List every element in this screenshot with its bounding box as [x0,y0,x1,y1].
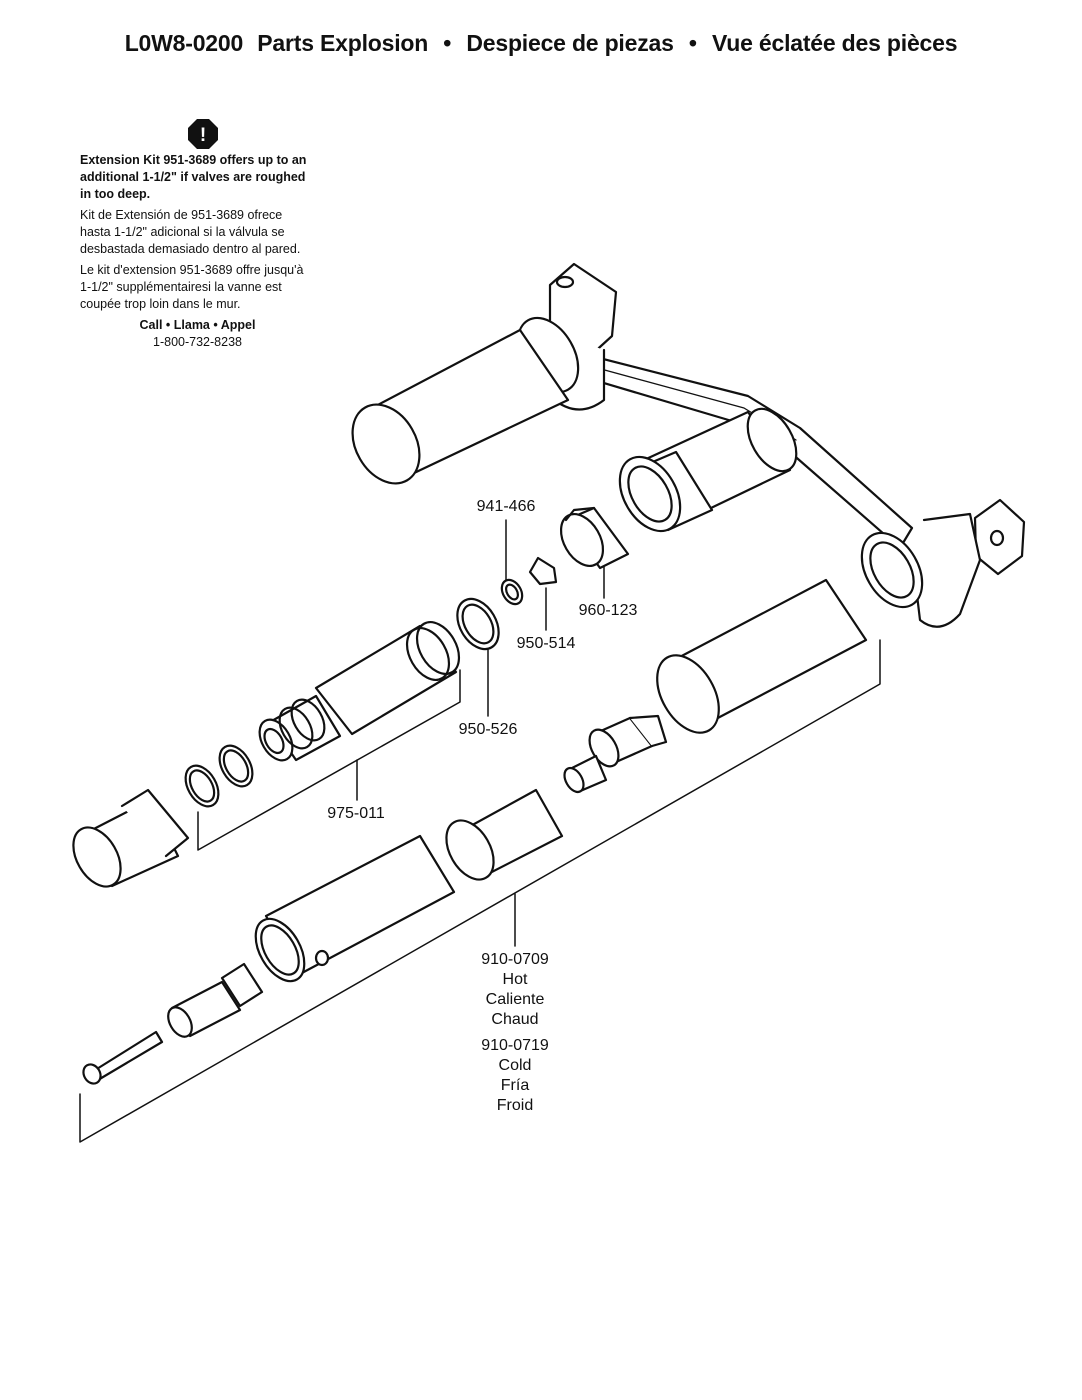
title-separator: • [443,30,452,56]
bracket-975-011 [197,669,461,851]
part-975-011 [72,621,461,888]
label-950-526: 950-526 [458,721,518,738]
label-950-514: 950-514 [516,635,576,652]
label-960-123: 960-123 [578,602,638,619]
warning-octagon-icon: ! [187,119,218,149]
title-en: Parts Explosion [257,30,429,56]
label-910-0709-block: 910-0709 Hot Caliente Chaud 910-0719 Col… [455,950,575,1116]
title-fr: Vue éclatée des pièces [711,30,958,56]
label-941-466: 941-466 [476,498,536,515]
label-caliente: Caliente [485,991,545,1008]
model-number: L0W8-0200 [124,30,244,56]
label-910-0719: 910-0719 [481,1037,549,1054]
note-english: Extension Kit 951-3689 offers up to an a… [80,153,307,201]
call-block: Call • Llama • Appel 1-800-732-8238 [80,317,315,351]
extension-kit-note: ! Extension Kit 951-3689 offers up to an… [80,118,315,351]
phone-number[interactable]: 1-800-732-8238 [153,335,242,349]
title-separator: • [688,30,697,56]
part-960-123 [559,506,630,570]
call-label: Call • Llama • Appel [139,318,256,332]
label-froid: Froid [496,1097,534,1114]
label-hot: Hot [502,971,528,988]
valve-body [351,262,1026,628]
part-950-514 [528,556,558,586]
label-975-011: 975-011 [327,805,385,822]
svg-text:!: ! [199,125,205,146]
leader-lines [79,519,881,1143]
label-fria: Fría [500,1077,530,1094]
label-chaud: Chaud [491,1011,539,1028]
page-title: L0W8-0200 Parts Explosion • Despiece de … [0,30,1082,57]
bracket-910-0709 [79,639,881,1143]
label-910-0709: 910-0709 [481,951,549,968]
title-es: Despiece de piezas [466,30,674,56]
label-cold: Cold [498,1057,532,1074]
note-french: Le kit d'extension 951-3689 offre jusqu'… [80,263,304,311]
part-910-0709 [82,578,868,1085]
note-spanish: Kit de Extensión de 951-3689 ofrece hast… [80,208,301,256]
